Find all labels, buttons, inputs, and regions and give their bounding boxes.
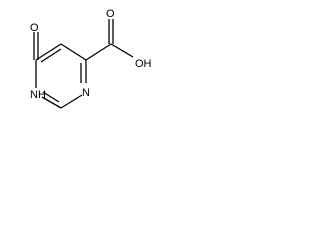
ring-bond-c4-c5: [35, 43, 62, 61]
chemical-structure-diagram: O NH N O OH: [30, 8, 152, 109]
carboxyl-oh-bond: [110, 43, 134, 58]
oxo-oxygen-label: O: [30, 22, 39, 34]
ring-bond-c2-n3-inner: [42, 91, 60, 103]
ring-bond-n1-c2: [60, 94, 83, 109]
atom-labels: O NH N O OH: [30, 8, 152, 101]
bond-lines: [33, 19, 134, 109]
hydroxyl-label: OH: [135, 58, 152, 70]
ring-bond-c4-c5-inner: [40, 48, 62, 63]
ring-bond-c2-n3: [41, 96, 62, 109]
carbonyl-oxygen-label: O: [106, 8, 115, 20]
carboxyl-bond: [85, 43, 112, 61]
ring-bond-c5-c6: [60, 43, 87, 61]
ring-n-label: N: [82, 87, 90, 99]
ring-nh-label: NH: [30, 89, 46, 101]
